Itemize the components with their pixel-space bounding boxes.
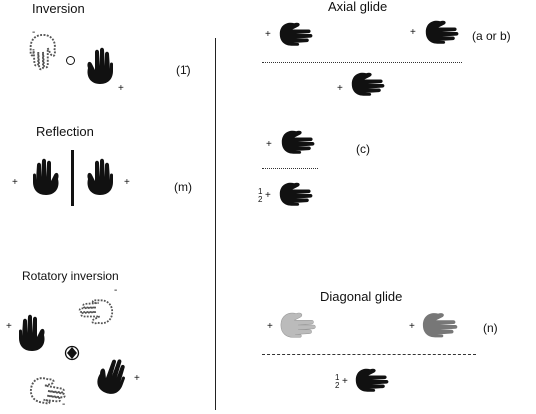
axial-glide-title: Axial glide [328, 0, 388, 14]
plus-sign: + [410, 27, 416, 38]
half-fraction-numerator: 1 [258, 187, 263, 196]
reflection-symbol: (m) [174, 180, 192, 194]
plus-sign: + [265, 190, 271, 201]
plus-sign: + [118, 83, 124, 94]
hand-solid-icon [280, 120, 316, 164]
hand-light-icon [279, 303, 317, 347]
minus-sign: - [62, 399, 66, 410]
inversion-symbol: (1̄) [176, 63, 191, 77]
minus-sign: - [32, 27, 36, 38]
plus-sign: + [409, 321, 415, 332]
axial-glide-ab-symbol: (a or b) [472, 29, 511, 43]
half-fraction-denominator: 2 [258, 195, 263, 204]
glide-plane-line [262, 62, 462, 63]
axial-glide-c-symbol: (c) [356, 142, 370, 156]
half-fraction-denominator: 2 [335, 381, 340, 390]
plus-sign: + [124, 177, 130, 188]
plus-sign: + [342, 376, 348, 387]
hand-solid-icon [80, 156, 120, 198]
mirror-plane [71, 150, 74, 206]
hand-solid-icon [350, 62, 386, 106]
plus-sign: + [134, 373, 140, 384]
glide-plane-line [262, 168, 318, 169]
hand-solid-icon [278, 12, 314, 56]
hand-solid-icon [278, 172, 314, 216]
hand-solid-icon [424, 10, 460, 54]
hand-solid-icon [80, 44, 120, 88]
hand-solid-icon [12, 312, 52, 354]
diagonal-glide-title: Diagonal glide [320, 289, 403, 304]
minus-sign: - [114, 285, 118, 296]
diagonal-glide-symbol: (n) [483, 321, 498, 335]
hand-hatched-icon [421, 303, 459, 347]
hand-solid-icon [86, 348, 139, 403]
hand-hatched-icon [78, 292, 114, 332]
hand-solid-icon [26, 156, 66, 198]
glide-plane-line [262, 354, 476, 355]
plus-sign: + [267, 321, 273, 332]
plus-sign: + [337, 83, 343, 94]
inversion-title: Inversion [32, 1, 85, 16]
plus-sign: + [265, 29, 271, 40]
rotatory-inversion-title: Rotatory inversion [22, 269, 119, 283]
hand-hatched-icon [24, 32, 62, 72]
plus-sign: + [266, 139, 272, 150]
column-divider [215, 38, 216, 410]
hand-solid-icon [354, 358, 390, 402]
reflection-title: Reflection [36, 124, 94, 139]
half-fraction-numerator: 1 [335, 373, 340, 382]
plus-sign: + [6, 321, 12, 332]
plus-sign: + [12, 177, 18, 188]
inversion-center [66, 56, 75, 65]
rotoinversion-axis-icon [64, 345, 80, 361]
